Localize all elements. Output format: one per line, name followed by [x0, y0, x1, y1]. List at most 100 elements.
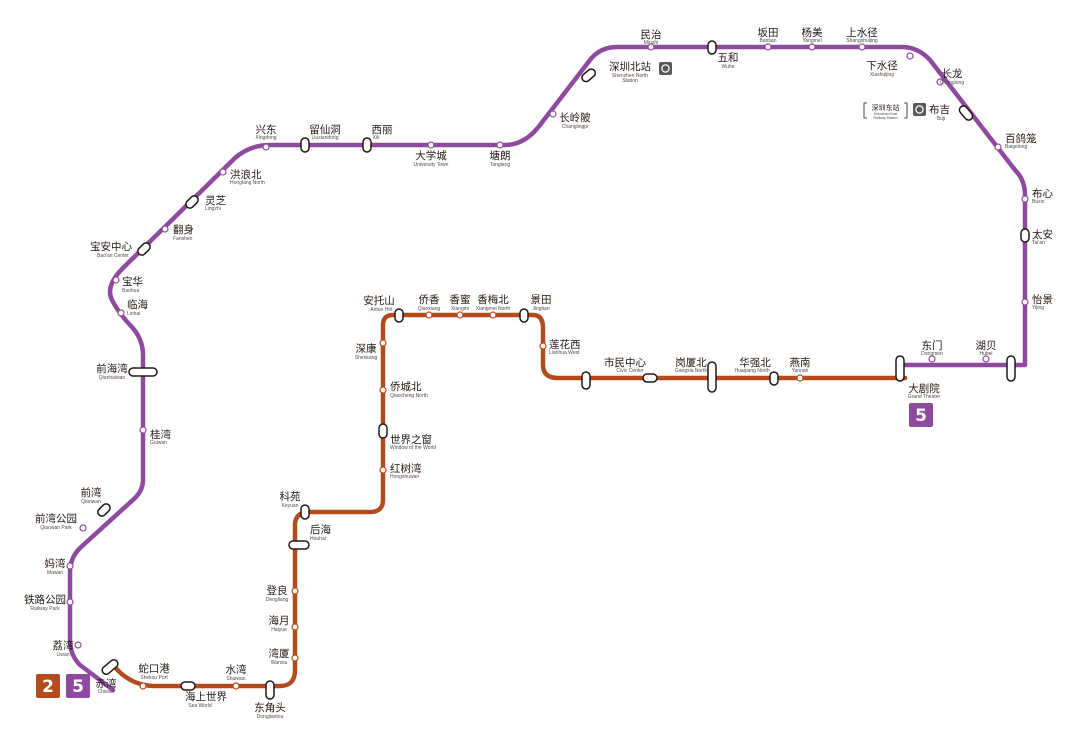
station-shangshuijing[interactable]	[858, 43, 866, 51]
railway-icon	[659, 62, 672, 75]
transfer-szn[interactable]	[580, 67, 597, 83]
station-changlingpi[interactable]	[549, 110, 557, 118]
label-baohua-en: Baohua	[122, 288, 139, 294]
transfer-lianhua-w[interactable]	[581, 371, 591, 390]
label-hubei: 湖贝	[976, 340, 997, 352]
station-honglang-north[interactable]	[219, 168, 227, 176]
label-shekou-port-en: Shekou Port	[140, 675, 168, 681]
station-dongmen[interactable]	[928, 355, 936, 363]
label-buji: 布吉	[929, 104, 950, 116]
label-haiyue-en: Haiyue	[271, 627, 287, 633]
station-xiangmei-north[interactable]	[489, 311, 497, 319]
label-taian: 太安	[1032, 228, 1053, 241]
station-shuiwan[interactable]	[232, 682, 240, 690]
label-wuhe-en: Wuhe	[722, 64, 735, 70]
station-shekou-port[interactable]	[139, 682, 147, 690]
transfer-changlong[interactable]	[958, 104, 974, 121]
label-mawan-en: Mawan	[47, 570, 63, 576]
transfer-lingzhi[interactable]	[184, 194, 200, 210]
label-grand-theater: 大剧院	[908, 382, 940, 395]
station-linhai[interactable]	[117, 309, 125, 317]
station-railway-park[interactable]	[66, 598, 74, 606]
label-keyuan-en: Keyuan	[282, 503, 299, 509]
station-fanshen[interactable]	[161, 225, 169, 233]
transfer-huaqiang-n[interactable]	[769, 371, 779, 386]
station-shenkang[interactable]	[379, 339, 387, 347]
label-xingdong-en: Xingdong	[255, 135, 276, 141]
station-yijing[interactable]	[1021, 298, 1029, 306]
station-xingdong[interactable]	[262, 143, 270, 151]
label-liwan: 荔湾	[53, 639, 74, 652]
label-fanshen: 翻身	[173, 223, 194, 236]
label-minzhi-en: Minzhi	[644, 40, 658, 46]
station-baohua[interactable]	[112, 276, 120, 284]
label-lingzhi: 灵芝	[205, 194, 226, 207]
station-dengliang[interactable]	[291, 587, 299, 595]
label-railway-park: 铁路公园	[24, 593, 66, 606]
label-qianwan: 前湾	[81, 486, 102, 499]
label-yangmei: 杨美	[802, 26, 823, 39]
station-buji[interactable]	[936, 78, 944, 86]
station-hongshuwan[interactable]	[379, 466, 387, 474]
transfer-keyuan[interactable]	[300, 504, 310, 520]
label-qianwan-en: Qianwan	[81, 499, 101, 505]
station-qiaoxiang[interactable]	[425, 311, 433, 319]
station-buxin[interactable]	[1021, 195, 1029, 203]
station-yannan[interactable]	[796, 374, 804, 382]
transfer-window-world[interactable]	[378, 423, 388, 439]
transfer-houhai[interactable]	[288, 540, 310, 550]
label-dongmen: 东门	[922, 339, 943, 352]
transfer-wuhe[interactable]	[707, 40, 717, 55]
label-qianhaiwan: 前海湾	[96, 362, 128, 375]
label-wanxia-en: Wanxia	[271, 660, 288, 666]
station-baigelong[interactable]	[994, 143, 1002, 151]
transfer-grand-theater[interactable]	[895, 355, 905, 382]
transfer-qianwan[interactable]	[96, 502, 112, 518]
transfer-civic[interactable]	[642, 373, 658, 383]
label-xiangmei-north: 香梅北	[477, 293, 509, 306]
transfer-gangxia-n[interactable]	[707, 361, 717, 393]
transfer-baoan-center[interactable]	[136, 241, 152, 257]
transfer-chiwan[interactable]	[101, 658, 120, 676]
transfer-dongjiaotou[interactable]	[265, 680, 275, 700]
label-university-town-en: University Town	[414, 162, 449, 168]
label-wanxia: 湾厦	[269, 647, 290, 660]
transfer-qianhaiwan[interactable]	[128, 367, 158, 377]
label-guiwan: 桂湾	[150, 428, 171, 441]
station-yangmei[interactable]	[808, 43, 816, 51]
transfer-liuxiandong[interactable]	[300, 137, 310, 153]
label-mawan: 妈湾	[45, 557, 66, 570]
label-dengliang: 登良	[267, 584, 288, 597]
label-civic-center-en: Civic Center	[616, 368, 644, 374]
label-hubei-en: Hubei	[979, 351, 992, 357]
label-shangshuijing: 上水径	[846, 26, 878, 39]
transfer-sea-world[interactable]	[180, 681, 196, 691]
station-liwan[interactable]	[74, 641, 82, 649]
label-xiashuijing: 下水径	[866, 59, 898, 72]
label-szeast: 深圳东站	[872, 103, 900, 112]
transfer-antuo[interactable]	[394, 308, 404, 323]
label-changlingpi: 长岭陂	[559, 111, 591, 124]
station-hubei[interactable]	[982, 355, 990, 363]
station-qiaocheng-north[interactable]	[379, 386, 387, 394]
station-qianwan-park[interactable]	[79, 524, 87, 532]
station-xiangmi[interactable]	[456, 311, 464, 319]
station-bantian[interactable]	[764, 43, 772, 51]
transfer-xili[interactable]	[362, 137, 372, 153]
label-linhai: 临海	[127, 298, 148, 311]
label-sea-world: 海上世界	[185, 690, 227, 703]
station-haiyue[interactable]	[291, 623, 299, 631]
transfer-jingtian[interactable]	[519, 308, 529, 323]
station-lianhua-west-dot[interactable]	[539, 342, 547, 350]
station-university-town[interactable]	[427, 141, 435, 149]
transfer-taian[interactable]	[1020, 228, 1030, 243]
station-tanglang[interactable]	[496, 141, 504, 149]
station-mawan[interactable]	[66, 562, 74, 570]
station-xiashuijing[interactable]	[906, 52, 914, 60]
station-guiwan[interactable]	[139, 426, 147, 434]
bracket-icon	[863, 102, 867, 119]
label-hongshuwan: 红树湾	[390, 462, 422, 475]
transfer-hubei[interactable]	[1006, 355, 1016, 382]
station-wanxia[interactable]	[291, 654, 299, 662]
station-minzhi[interactable]	[647, 43, 655, 51]
